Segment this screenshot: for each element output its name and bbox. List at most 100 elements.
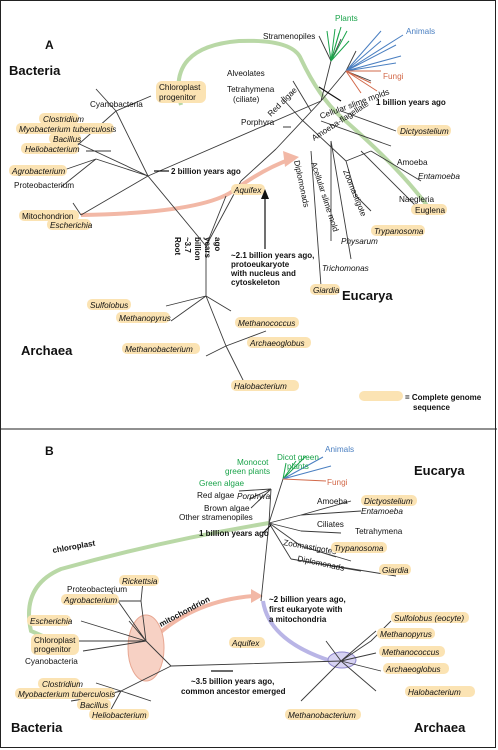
taxon-dictyostelium-b: Dictyostelium [364,497,413,506]
genome-highlight [235,317,299,328]
taxon-ciliates: Ciliates [317,520,344,529]
taxon-aquifex-b: Aquifex [231,639,260,648]
note-euk-1: ~2.1 billion years ago, [231,251,314,260]
mito-arrowhead-b [251,589,263,603]
genome-highlight [229,637,265,648]
genome-highlight [379,564,411,575]
taxon-trypanosoma-b: Trypanosoma [334,544,384,553]
note-one-billion-b: 1 billion years ago [199,529,269,538]
taxon-amoeba-a: Amoeba [397,158,428,167]
genome-highlight [122,343,200,354]
mitochondrion-arrowhead-a [283,151,299,167]
archaea-arrow-b [261,600,332,663]
domain-bacteria-b: Bacteria [11,720,63,735]
taxon-dicot-2: plants [287,462,309,471]
taxon-mitochondrion-a: Mitochondrion [22,212,74,221]
taxon-myco-b: Myobacterium tuberculosis [18,690,115,699]
crown-group-a [326,26,404,94]
domain-eucarya-b: Eucarya [414,463,465,478]
taxon-rickettsia: Rickettsia [122,577,158,586]
taxon-animals: Animals [406,27,435,36]
panel-a-label: A [45,38,54,52]
note-three-2: common ancestor emerged [181,687,286,696]
taxon-entamoeba-a: Entamoeba [418,172,460,181]
label-chloroplast-arrow: chloroplast [52,539,96,555]
taxon-dicot-1: Dicot green [277,453,319,462]
taxon-naegleria: Naegleria [399,195,434,204]
taxon-agrobacterium-a: Agrobacterium [11,167,65,176]
genome-highlight [377,628,435,639]
taxon-sulfolobus-a: Sulfolobus [90,301,128,310]
taxon-acellular-slime: Acellular slime mold [309,161,340,233]
taxon-halobacterium-b: Halobacterium [408,688,461,697]
taxon-progenitor-b: progenitor [34,645,71,654]
note-three-1: ~3.5 billion years ago, [191,677,274,686]
taxon-porphyra-b: Porphyra [237,492,271,501]
genome-highlight [31,634,79,655]
legend-text-2: sequence [413,403,450,412]
note-two-2: first eukaryote with [269,605,342,614]
label-mitochondrion-arrow: mitochondrion [158,594,212,628]
chloroplast-arrow-a [176,38,433,213]
taxon-amoeba-b: Amoeba [317,497,348,506]
legend-swatch [359,391,403,401]
taxon-methanobacterium-a: Methanobacterium [125,345,193,354]
svg-text:~3.7: ~3.7 [183,237,192,253]
genome-highlight [391,612,469,623]
note-one-billion-a: 1 billion years ago [376,98,446,107]
panel-b-label: B [45,444,54,458]
tree-branches-b [70,478,397,714]
taxon-archaeoglobus-a: Archaeoglobus [249,339,305,348]
genome-highlight [397,125,451,136]
taxon-zoomastigote: Zoomastigote [341,168,368,218]
note-two-1: ~2 billion years ago, [269,595,346,604]
taxon-tetrahymena-b: Tetrahymena [355,527,403,536]
taxon-cyanobacteria-b: Cyanobacteria [25,657,78,666]
genome-highlight [77,699,111,710]
genome-highlight [39,113,79,124]
genome-highlight [361,495,417,506]
genome-highlight [119,575,159,586]
genome-highlight [247,337,311,348]
taxon-other-stram: Other stramenopiles [179,513,253,522]
taxon-red-algae-b: Red algae [197,491,235,500]
note-euk-4: cytoskeleton [231,278,280,287]
taxon-sulfolobus-b: Sulfolobus (eocyte) [394,614,464,623]
taxon-fungi-b: Fungi [327,478,348,487]
genome-highlight [371,225,425,236]
taxon-bacillus-b: Bacillus [80,701,108,710]
taxon-chloroplast-b: Chloroplast [34,636,76,645]
domain-eucarya-a: Eucarya [342,288,393,303]
taxon-proteobacterium-b: Proteobacterium [67,585,127,594]
taxon-entamoeba-b: Entamoeba [361,507,403,516]
genome-highlight [38,678,80,689]
genome-highlight [16,123,114,134]
taxon-tetrahymena: Tetrahymena [227,85,275,94]
mito-ellipse [127,614,165,682]
genome-highlight [27,615,71,626]
genome-highlight [19,210,79,221]
taxon-porphyra-a: Porphyra [241,118,275,127]
taxon-escherichia-b: Escherichia [30,617,73,626]
svg-text:ago: ago [213,237,222,251]
genome-highlight [383,663,449,674]
one-billion-pointer-a [318,86,342,102]
genome-highlight [411,204,447,215]
taxon-methanobacterium-b: Methanobacterium [288,711,356,720]
genome-highlight [231,184,265,195]
taxon-chloroplast-a: Chloroplast [159,83,201,92]
taxon-green-algae: Green algae [199,479,245,488]
panel-a: A Bacteria Eucarya Archaea Plants [9,14,482,412]
taxon-proteobacterium-a: Proteobacterium [14,181,74,190]
taxon-halobacterium-a: Halobacterium [234,382,287,391]
genome-highlight [21,143,79,154]
taxon-physarum: Physarum [341,237,378,246]
domain-archaea-b: Archaea [414,720,466,735]
note-euk-3: with nucleus and [230,269,296,278]
taxon-aquifex-a: Aquifex [233,186,262,195]
domain-archaea-a: Archaea [21,343,73,358]
taxon-clostridium-a: Clostridium [43,115,84,124]
taxon-dictyostelium-a: Dictyostelium [400,127,449,136]
taxon-heliobacterium-a: Heliobacterium [25,145,80,154]
